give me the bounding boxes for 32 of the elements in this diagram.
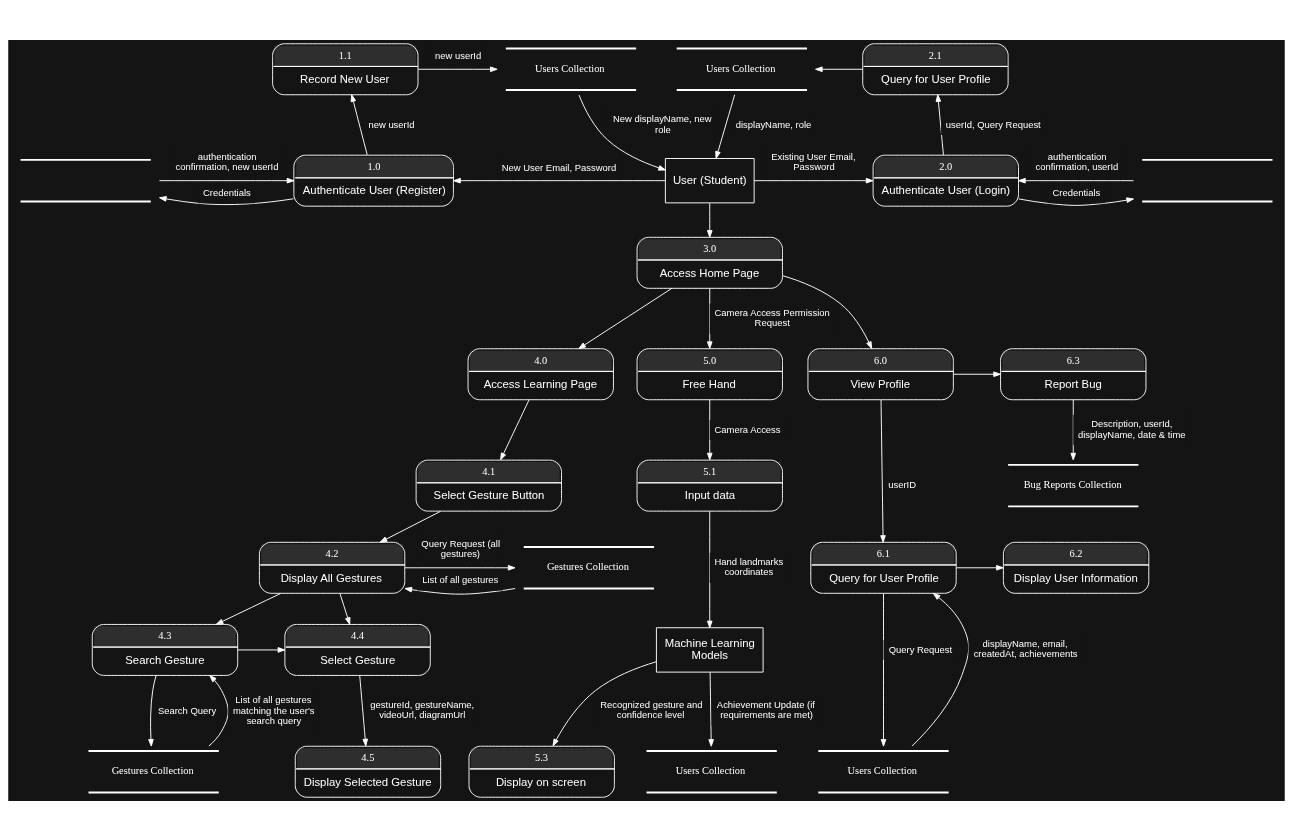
edge-label: Camera Access xyxy=(714,423,781,435)
node-text: Gestures Collection xyxy=(111,764,194,776)
edge-label: authentication confirmation, userId xyxy=(1035,150,1119,172)
edge-label: userID xyxy=(888,478,916,490)
edge-label: New displayName, new role xyxy=(612,112,712,135)
edge-label: List of all gestures matching the user's search query xyxy=(232,693,315,726)
edge-label: new userId xyxy=(435,49,482,61)
edge-label: displayName, email, createdAt, achievements xyxy=(973,637,1078,659)
edge-label: Query Request xyxy=(888,643,953,655)
edge-label: Hand landmarks coordinates xyxy=(714,555,784,577)
edge-label: Existing User Email, Password xyxy=(771,150,856,172)
edge-label: userId, Query Request xyxy=(945,118,1041,130)
node-text: Users Collection xyxy=(675,764,746,776)
edge-label: gestureId, gestureName, videoUrl, diagramUrl xyxy=(370,698,475,720)
node-text: Users Collection xyxy=(535,62,605,74)
edge-label: New User Email, Password xyxy=(501,161,617,173)
node-text: Bug Reports Collection xyxy=(1023,478,1122,490)
edge-label: Search Query xyxy=(157,704,217,716)
edge-label: List of all gestures xyxy=(422,573,499,585)
edge-label: Recognized gesture and confidence level xyxy=(600,698,703,720)
edge-label: displayName, role xyxy=(735,118,812,130)
edge-label: Camera Access Permission Request xyxy=(714,306,830,328)
edge-label: Description, userId, displayName, date & time xyxy=(1077,417,1186,439)
edge-label: Achievement Update (if requirements are met) xyxy=(716,698,815,720)
edge-label: Credentials xyxy=(1052,186,1101,198)
edge-label: Query Request (all gestures) xyxy=(421,537,500,559)
node-text: Users Collection xyxy=(847,764,918,776)
node-text: Users Collection xyxy=(705,62,776,74)
edge-label: authentication confirmation, new userId xyxy=(175,150,279,172)
edge-label: Credentials xyxy=(202,186,251,198)
node-text: Gestures Collection xyxy=(546,560,630,572)
edge-label: new userId xyxy=(368,118,415,130)
